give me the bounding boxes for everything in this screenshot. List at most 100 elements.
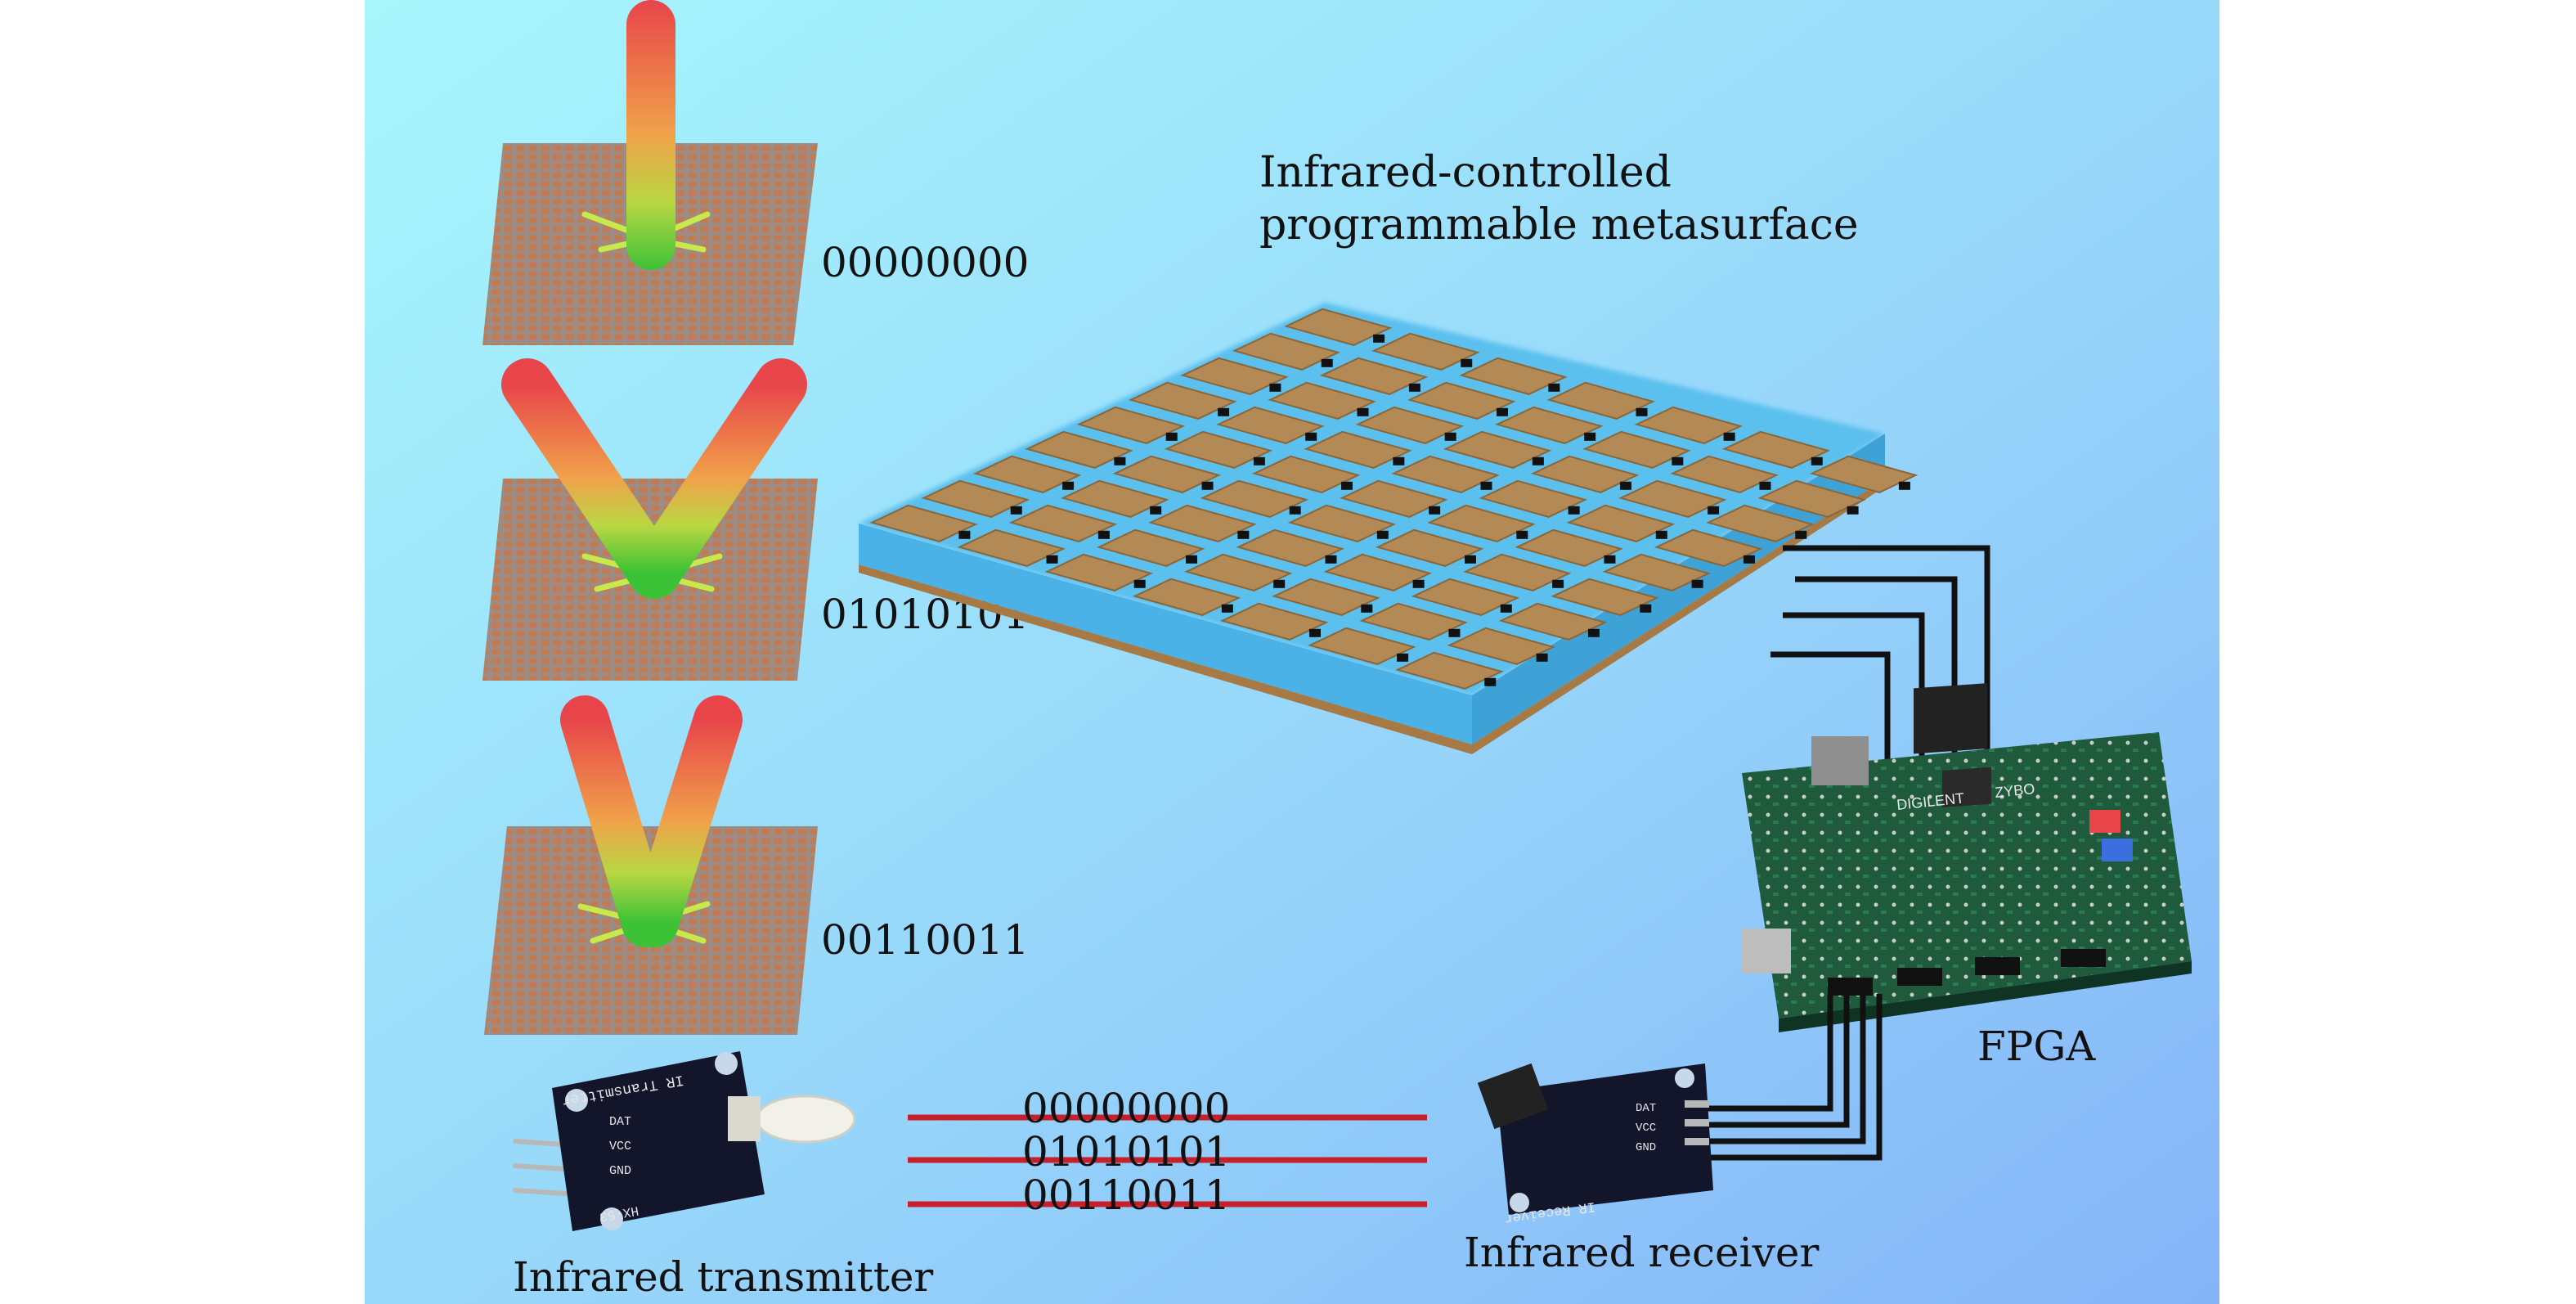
diode xyxy=(1636,407,1648,416)
diode xyxy=(1743,555,1755,564)
diode xyxy=(1691,579,1703,588)
diode xyxy=(1619,481,1631,490)
metasurface-state-1: 00000000 xyxy=(482,0,1030,345)
diode xyxy=(1536,653,1548,662)
diode xyxy=(1361,604,1373,613)
rx-pin-1: DAT xyxy=(1636,1102,1656,1115)
diode xyxy=(1708,506,1720,515)
metal-patch xyxy=(1148,504,1257,542)
switch-blue xyxy=(2102,839,2133,861)
metal-patch xyxy=(1283,308,1393,346)
fpga-chip xyxy=(1914,683,1987,754)
transmitter-pcb xyxy=(552,1051,765,1231)
substrate-front xyxy=(859,524,1472,744)
metal-patch xyxy=(1443,430,1552,469)
metal-patch xyxy=(1411,578,1520,616)
metal-patch xyxy=(1200,479,1309,518)
diode xyxy=(1898,481,1910,490)
diode xyxy=(1587,628,1600,637)
transmitter-label: Infrared transmitter xyxy=(513,1253,933,1301)
diode xyxy=(1548,383,1560,392)
diode xyxy=(1289,506,1301,515)
tx-pin-3: GND xyxy=(609,1164,631,1178)
mount-hole-rx-2 xyxy=(1510,1193,1529,1212)
diode xyxy=(1201,481,1214,490)
metal-patch xyxy=(1164,430,1273,469)
metal-patch xyxy=(1308,627,1416,665)
metal-patch xyxy=(1025,430,1133,469)
metal-patch xyxy=(1375,528,1484,567)
diode xyxy=(1847,506,1859,515)
metal-patch xyxy=(1268,381,1376,420)
led-base xyxy=(728,1096,761,1141)
metal-patch xyxy=(1427,504,1536,542)
metal-patch xyxy=(1272,578,1380,616)
infrared-receiver-module: IR Receiver DAT VCC GND xyxy=(1477,1063,1713,1225)
metal-patch xyxy=(1008,504,1118,542)
metal-patch xyxy=(1447,627,1556,665)
metal-patch xyxy=(1044,553,1154,591)
metal-patch xyxy=(1236,528,1344,567)
metal-patch xyxy=(1251,455,1361,493)
diode xyxy=(1461,358,1473,367)
metasurface-state-3: 00110011 xyxy=(484,695,1030,1035)
diode xyxy=(1448,628,1461,637)
substrate-right xyxy=(1472,434,1885,744)
infrared-transmitter-module: IR Transmitter DAT VCC GND HX-53 xyxy=(513,1051,856,1231)
programmable-metasurface xyxy=(859,303,1919,754)
metal-patch xyxy=(1530,455,1640,493)
diode xyxy=(1373,334,1385,343)
diode xyxy=(1357,407,1369,416)
diode xyxy=(1464,555,1476,564)
metal-patch xyxy=(1515,528,1623,567)
metal-patch xyxy=(1287,504,1397,542)
metal-patch xyxy=(1757,479,1867,518)
switch-red xyxy=(2089,810,2120,833)
diode xyxy=(1393,456,1405,465)
diode xyxy=(1408,383,1420,392)
ir-led xyxy=(755,1095,856,1144)
diode xyxy=(1444,432,1456,441)
fpga-board: DIGILENT ZYBO xyxy=(1742,683,2192,1032)
reflected-beam-2a xyxy=(501,358,680,599)
metal-patch xyxy=(1479,479,1588,518)
diode xyxy=(1500,604,1512,613)
diode xyxy=(1532,456,1544,465)
metal-patch xyxy=(921,479,1030,518)
diode xyxy=(1218,407,1230,416)
metal-patch xyxy=(1132,578,1241,616)
diode xyxy=(1429,506,1441,515)
metal-patch xyxy=(1566,504,1676,542)
metal-patch xyxy=(1216,406,1325,444)
mount-hole-tx-2 xyxy=(600,1207,623,1230)
diode xyxy=(1568,506,1580,515)
diode xyxy=(1308,628,1321,637)
incident-beam-1 xyxy=(626,0,675,270)
diode xyxy=(1325,555,1337,564)
metal-patch xyxy=(1184,553,1293,591)
metal-patch xyxy=(1459,357,1568,395)
metal-patch xyxy=(1340,479,1448,518)
diode xyxy=(1305,432,1317,441)
metal-patch xyxy=(1618,479,1727,518)
metal-patch xyxy=(1319,357,1429,395)
diode xyxy=(1341,481,1353,490)
metal-patch xyxy=(1323,553,1433,591)
diode xyxy=(1221,604,1233,613)
diode xyxy=(1484,677,1497,686)
fpga-receiver-wires xyxy=(1708,994,1883,1161)
diode xyxy=(1584,432,1596,441)
reflected-beam-3b xyxy=(630,695,743,947)
ir-signal: 00000000 01010101 00110011 xyxy=(908,1085,1427,1219)
title-line-1: Infrared-controlled xyxy=(1259,148,1672,197)
metal-patch xyxy=(1304,430,1412,469)
metal-patch xyxy=(1180,357,1289,395)
metal-patch xyxy=(1359,602,1468,641)
fpga-pcb xyxy=(1742,732,2192,1018)
metal-patch xyxy=(1582,430,1691,469)
metal-patch xyxy=(1096,528,1205,567)
reflected-beam-2b xyxy=(628,358,807,599)
metal-patch xyxy=(1391,455,1500,493)
diode xyxy=(1062,481,1075,490)
pmod-headers xyxy=(1828,949,2106,996)
